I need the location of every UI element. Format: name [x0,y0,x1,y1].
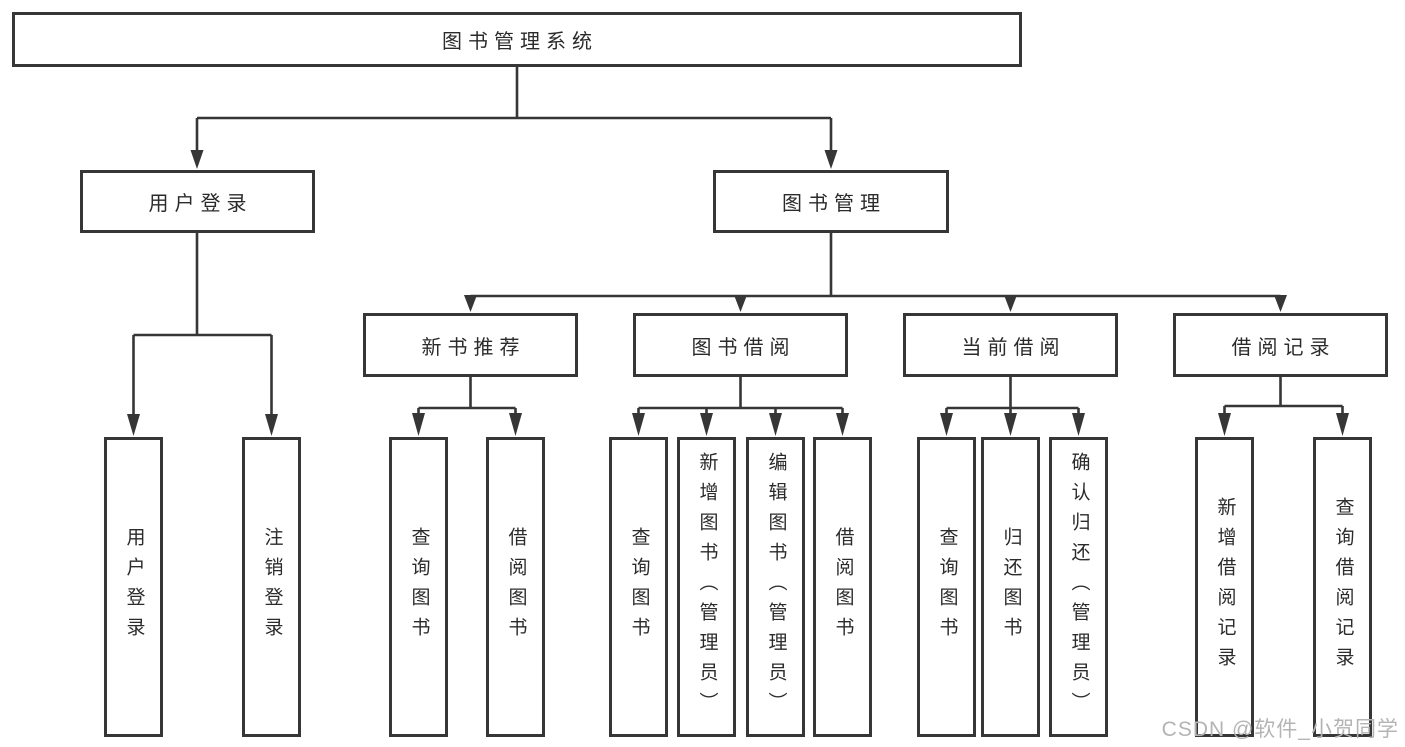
edge-current-to-leaves [945,377,1080,415]
arrowhead [1004,295,1017,312]
edge-records-to-leaves [1223,377,1344,415]
arrowhead [734,295,747,312]
arrowhead [265,414,278,436]
node-new-book-recommend-label: 新书推荐 [421,336,526,359]
leaf-recommend-borrow-books: 借阅图书 [486,437,545,737]
leaf-records-add-record-label: 新增借阅记录 [1214,497,1236,677]
leaf-borrowing-add-books-admin: 新增图书（管理员） [677,437,736,737]
leaf-logout-label: 注销登录 [261,527,283,647]
leaf-borrowing-borrow-books-label: 借阅图书 [832,527,854,647]
arrowhead [769,413,782,436]
leaf-recommend-query-books-label: 查询图书 [408,527,430,647]
leaf-records-query-record: 查询借阅记录 [1313,437,1372,737]
csdn-watermark: CSDN @软件_小贺同学 [1161,718,1399,741]
leaf-borrowing-query-books-label: 查询图书 [628,527,650,647]
leaf-borrowing-query-books: 查询图书 [609,437,668,737]
node-library-system: 图书管理系统 [12,12,1022,67]
arrowhead [464,295,477,312]
arrowhead [1274,295,1287,312]
leaf-current-return-books-label: 归还图书 [1000,527,1022,647]
edge-login-to-leaves [132,233,273,415]
node-book-borrowing-label: 图书借阅 [691,336,796,359]
arrowhead [1072,413,1085,436]
arrowhead [412,413,425,436]
edge-borrowing-to-leaves [637,377,844,415]
leaf-borrowing-edit-books-admin-label: 编辑图书（管理员） [765,452,787,722]
leaf-current-query-books: 查询图书 [917,437,976,737]
node-book-borrowing: 图书借阅 [633,313,848,377]
node-user-login: 用户登录 [80,170,315,233]
leaf-records-add-record: 新增借阅记录 [1195,437,1254,737]
leaf-current-confirm-return-admin-label: 确认归还（管理员） [1068,452,1090,722]
node-current-borrowing: 当前借阅 [903,313,1118,377]
arrowhead [836,413,849,436]
leaf-logout: 注销登录 [242,437,301,737]
node-book-management-label: 图书管理 [782,193,886,215]
edge-recommend-to-leaves [417,377,517,415]
node-borrowing-records: 借阅记录 [1173,313,1388,377]
leaf-borrowing-borrow-books: 借阅图书 [813,437,872,737]
arrowhead [1336,413,1349,436]
node-new-book-recommend: 新书推荐 [363,313,578,377]
edge-root-to-level2 [195,67,833,152]
node-book-management: 图书管理 [713,170,949,233]
leaf-current-return-books: 归还图书 [981,437,1040,737]
arrowhead [127,414,140,436]
arrowhead [824,150,838,169]
node-user-login-label: 用户登录 [148,193,253,215]
arrowhead [1004,413,1017,436]
leaf-current-query-books-label: 查询图书 [936,527,958,647]
arrowhead [700,413,713,436]
leaf-borrowing-add-books-admin-label: 新增图书（管理员） [696,452,718,722]
arrowhead [1218,413,1231,436]
leaf-user-login: 用户登录 [104,437,163,737]
leaf-borrowing-edit-books-admin: 编辑图书（管理员） [746,437,805,737]
node-current-borrowing-label: 当前借阅 [961,336,1066,359]
arrowhead [509,413,522,436]
leaf-recommend-borrow-books-label: 借阅图书 [505,527,527,647]
edge-mgmt-to-level3 [470,233,1281,298]
arrowhead [632,413,645,436]
node-borrowing-records-label: 借阅记录 [1231,336,1336,359]
leaf-recommend-query-books: 查询图书 [389,437,448,737]
arrowhead [940,413,953,436]
arrowhead [190,150,204,169]
leaf-user-login-label: 用户登录 [123,527,145,647]
node-library-system-label: 图书管理系统 [442,31,598,53]
leaf-records-query-record-label: 查询借阅记录 [1332,497,1354,677]
leaf-current-confirm-return-admin: 确认归还（管理员） [1049,437,1108,737]
